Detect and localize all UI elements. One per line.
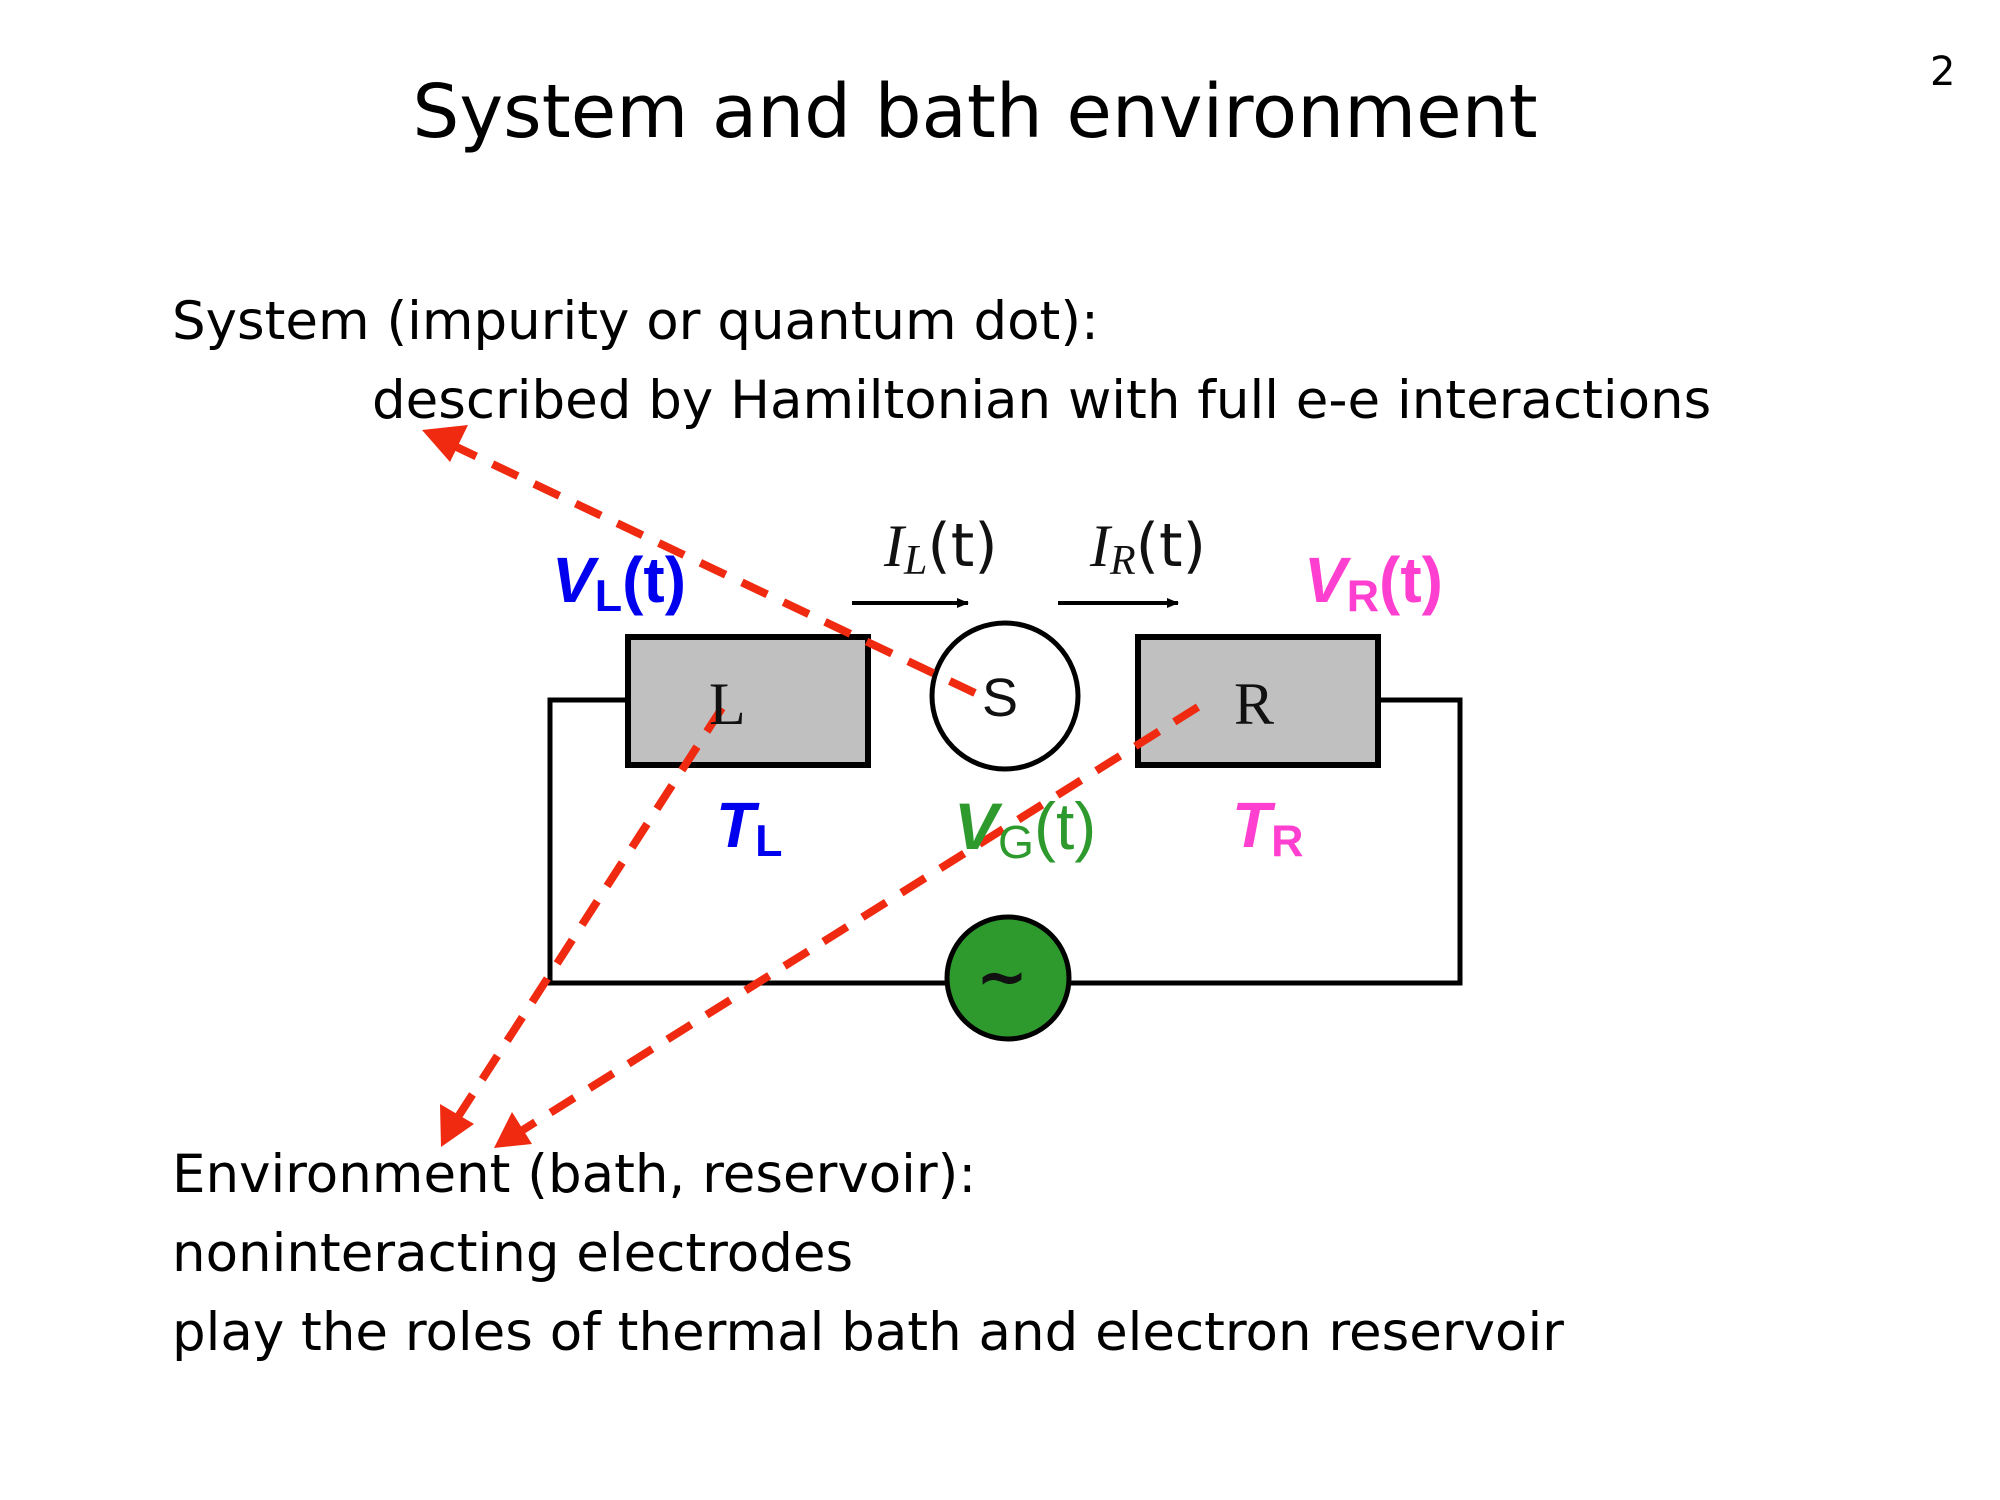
- left-electrode-label: L: [709, 671, 746, 737]
- left-voltage-label: VL(t): [552, 544, 686, 621]
- environment-line-2: play the roles of thermal bath and elect…: [172, 1302, 1564, 1363]
- right-voltage-label: VR(t): [1304, 544, 1443, 621]
- right-wire: [1070, 697, 1463, 986]
- environment-line-1: noninteracting electrodes: [172, 1223, 854, 1284]
- right-electrode-label: R: [1234, 671, 1275, 737]
- environment-heading: Environment (bath, reservoir):: [172, 1144, 977, 1205]
- gate-voltage-label: VG(t): [954, 789, 1097, 869]
- quantum-dot-circle: [929, 620, 1081, 772]
- left-electrode-box: [625, 634, 871, 768]
- left-wire: [547, 697, 948, 986]
- system-description: described by Hamiltonian with full e-e i…: [372, 370, 1712, 431]
- left-temperature-label: TL: [716, 789, 783, 866]
- pointer-arrowhead-system: [422, 425, 468, 462]
- left-current-label: IL(t): [884, 511, 998, 585]
- page-number: 2: [1930, 49, 1956, 95]
- pointer-arrow-left-electrode: [452, 705, 726, 1123]
- pointer-arrow-right-electrode: [515, 703, 1201, 1137]
- quantum-dot-label: S: [982, 668, 1019, 728]
- right-electrode-box: [1135, 634, 1381, 768]
- slide-title: System and bath environment: [412, 69, 1538, 155]
- ac-source-symbol: ~: [976, 940, 1028, 1013]
- right-current-label: IR(t): [1090, 511, 1206, 585]
- ac-source-circle: [944, 914, 1072, 1042]
- system-heading: System (impurity or quantum dot):: [172, 291, 1099, 352]
- pointer-arrowhead-left: [440, 1104, 474, 1147]
- right-temperature-label: TR: [1232, 789, 1304, 866]
- pointer-arrowhead-right: [494, 1112, 532, 1148]
- pointer-arrow-to-system: [446, 439, 977, 697]
